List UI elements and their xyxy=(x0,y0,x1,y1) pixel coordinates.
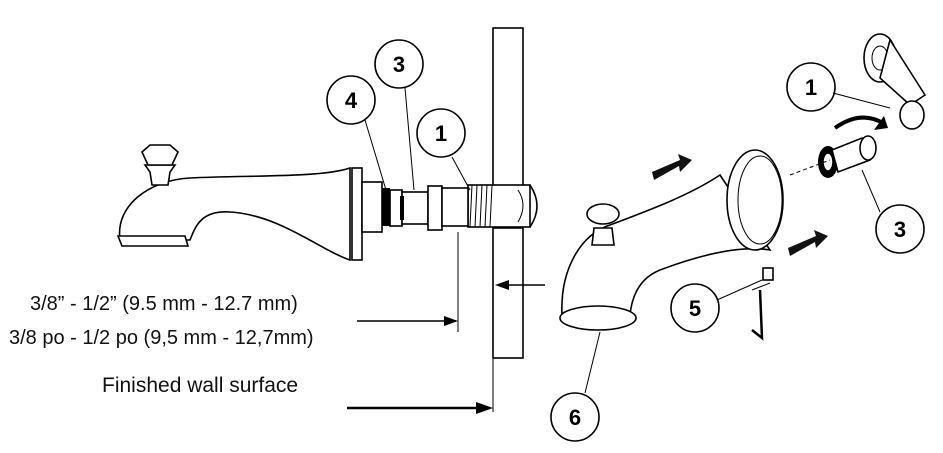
callout-3-right: 3 xyxy=(861,169,925,254)
measurement-imperial-label: 3/8” - 1/2” (9.5 mm - 12.7 mm) xyxy=(30,293,298,315)
spout-right xyxy=(559,149,784,331)
callout-5: 5 xyxy=(670,279,763,333)
svg-text:1: 1 xyxy=(805,75,817,100)
svg-text:3: 3 xyxy=(393,52,405,77)
measurement-metric-label: 3/8 po - 1/2 po (9,5 mm - 12,7mm) xyxy=(9,327,314,349)
adapter-assembly-right xyxy=(789,115,888,178)
direction-arrows xyxy=(652,154,828,256)
set-screw-and-hex-key xyxy=(751,267,774,341)
dimension-lines xyxy=(347,232,545,414)
callout-1-left: 1 xyxy=(416,108,471,191)
callout-4-left: 4 xyxy=(326,75,387,191)
svg-text:6: 6 xyxy=(569,405,581,430)
svg-text:4: 4 xyxy=(345,88,358,113)
svg-text:1: 1 xyxy=(435,121,447,146)
callout-1-right: 1 xyxy=(786,62,891,112)
callout-3-left: 3 xyxy=(374,39,424,191)
svg-text:5: 5 xyxy=(689,296,701,321)
stub-pipe xyxy=(467,184,538,228)
retainer-right xyxy=(863,33,927,130)
spout-left xyxy=(116,144,383,262)
adapter-assembly-left xyxy=(382,185,469,231)
finished-wall-surface-label: Finished wall surface xyxy=(102,374,298,397)
svg-text:3: 3 xyxy=(894,217,906,242)
callout-6: 6 xyxy=(550,331,601,442)
